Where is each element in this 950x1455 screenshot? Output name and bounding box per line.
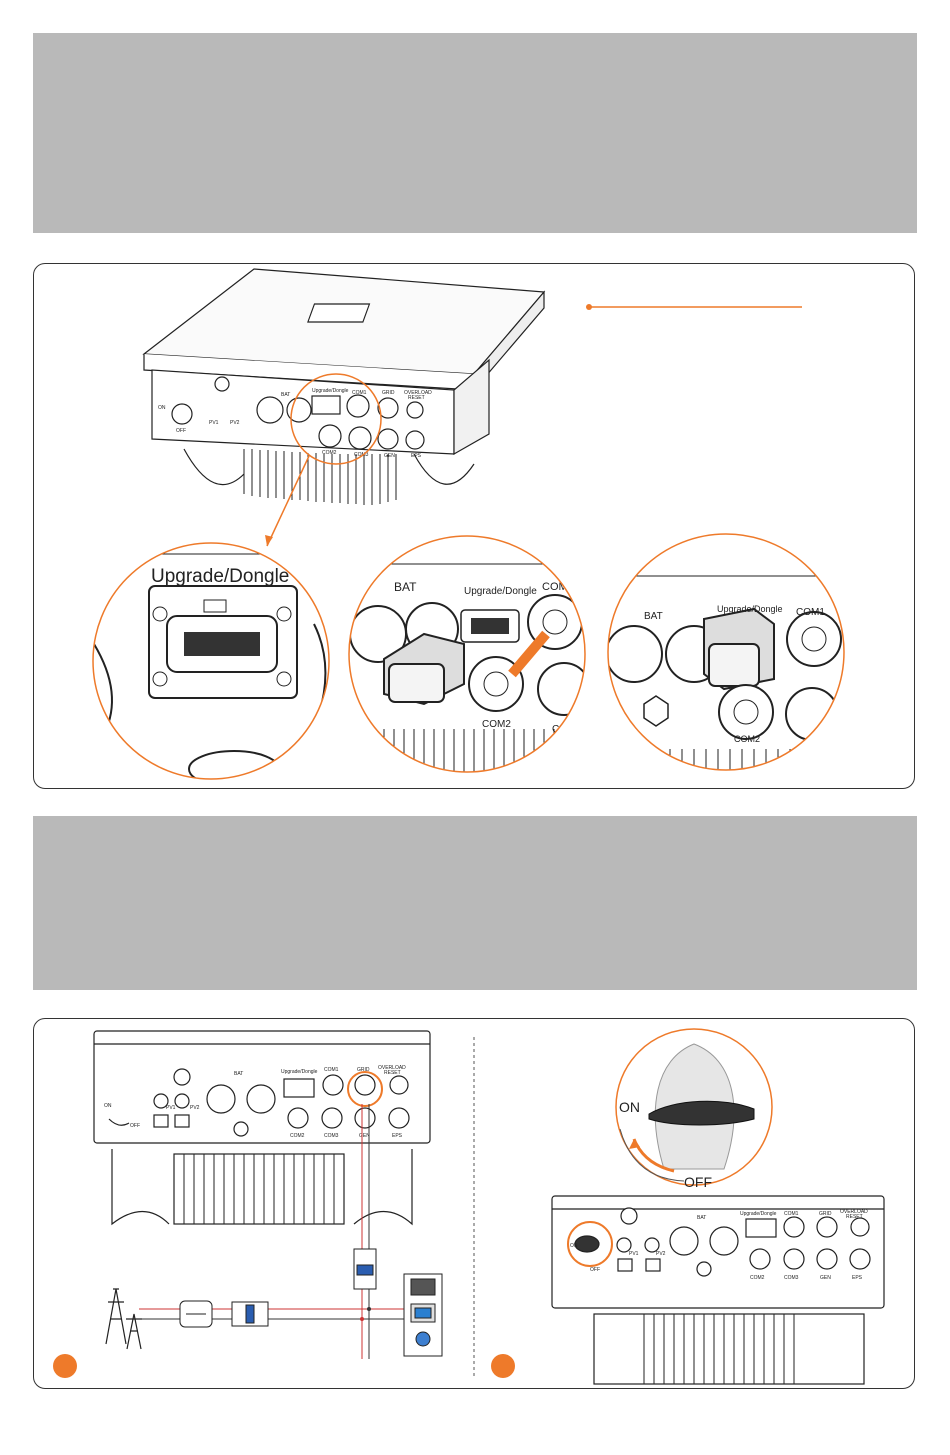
left-label-bat: BAT [234,1071,243,1077]
section-banner-top [33,33,917,233]
right-label-pv1: PV1 [629,1251,639,1257]
label-eps: EPS [411,453,422,459]
left-label-grid: GRID [357,1067,370,1073]
left-label-overload: OVERLOAD [378,1065,406,1071]
zoom3-com1: COM1 [796,607,825,618]
ac-breaker-horizontal [231,1301,269,1327]
label-off: OFF [176,428,186,434]
left-label-on: ON [104,1103,112,1109]
arrow-head-icon [265,535,273,546]
dongle-installation-panel: BAT Upgrade/Dongle COM1 GRID OVERLOAD RE… [33,263,915,789]
label-pv2: PV2 [230,420,240,426]
right-label-overload: OVERLOAD [840,1209,868,1215]
inverter-isometric [142,268,546,505]
power-pylon-icon [105,1288,142,1350]
highlight-circle [290,373,382,465]
right-label-off: OFF [590,1267,600,1273]
ac-breaker-vertical [353,1248,377,1290]
switch-off-label: OFF [684,1174,712,1190]
zoom-view-1: Upgrade/Dongle [92,542,330,780]
household-loads [403,1273,443,1357]
zoom-view-2: BAT Upgrade/Dongle COM1 COM2 CO [348,535,586,773]
left-label-com2: COM2 [290,1133,305,1139]
dongle-installation-illustration: BAT Upgrade/Dongle COM1 GRID OVERLOAD RE… [92,268,845,780]
zoom-arrow [266,455,310,547]
startup-illustration: ON OFF PV1 PV2 BAT Upgrade/Dongle COM1 G… [53,1028,885,1385]
label-on: ON [158,405,166,411]
display-screen [307,303,371,323]
right-label-grid: GRID [819,1211,832,1217]
switch-highlight [567,1221,613,1267]
inverter-front-left [93,1030,431,1226]
left-label-eps: EPS [392,1133,403,1139]
right-label-bat: BAT [697,1215,706,1221]
zoom-view-3: BAT Upgrade/Dongle COM1 COM2 C [607,533,845,771]
section-banner-middle [33,816,917,990]
label-upgrade: Upgrade/Dongle [312,388,349,394]
label-gen: GEN [384,453,395,459]
label-com2: COM2 [322,450,337,456]
zoom3-com3: C [806,738,813,748]
left-label-com1: COM1 [324,1067,339,1073]
right-label-upgrade: Upgrade/Dongle [740,1211,777,1217]
left-label-com3: COM3 [324,1133,339,1139]
right-label-com1: COM1 [784,1211,799,1217]
left-label-pv2: PV2 [190,1105,200,1111]
label-grid: GRID [382,390,395,396]
label-pv1: PV1 [209,420,219,426]
inverter-front-right [551,1195,885,1385]
step-2-marker [491,1354,515,1378]
zoom3-bat: BAT [644,611,663,622]
right-label-com2: COM2 [750,1275,765,1281]
right-label-pv2: PV2 [656,1251,666,1257]
zoom3-upgrade: Upgrade/Dongle [717,604,783,614]
startup-steps-panel: ON OFF PV1 PV2 BAT Upgrade/Dongle COM1 G… [33,1018,915,1389]
label-com3: COM3 [354,452,369,458]
left-label-pv1: PV1 [166,1105,176,1111]
zoom2-upgrade: Upgrade/Dongle [464,586,537,597]
label-bat: BAT [281,392,290,398]
switch-on-label: ON [619,1099,640,1115]
label-overload: OVERLOAD [404,390,432,396]
left-label-off: OFF [130,1123,140,1129]
right-label-on: ON [570,1243,578,1249]
zoom2-com2: COM2 [482,719,511,730]
step-1-marker [53,1354,77,1378]
right-label-reset: RESET [846,1214,863,1220]
label-reset: RESET [408,395,425,401]
zoom1-title: Upgrade/Dongle [151,566,289,587]
left-label-reset: RESET [384,1070,401,1076]
right-label-eps: EPS [852,1275,863,1281]
right-label-com3: COM3 [784,1275,799,1281]
zoom2-com1: COM1 [542,581,574,593]
rotary-switch-zoom: ON OFF [615,1028,773,1190]
label-com1: COM1 [352,390,367,396]
zoom3-com2: COM2 [734,734,760,744]
right-label-gen: GEN [820,1275,831,1281]
left-label-gen: GEN [359,1133,370,1139]
zoom2-bat: BAT [394,580,417,594]
grid-meter [179,1300,213,1328]
grid-port-highlight [347,1071,383,1107]
left-label-upgrade: Upgrade/Dongle [281,1069,318,1075]
